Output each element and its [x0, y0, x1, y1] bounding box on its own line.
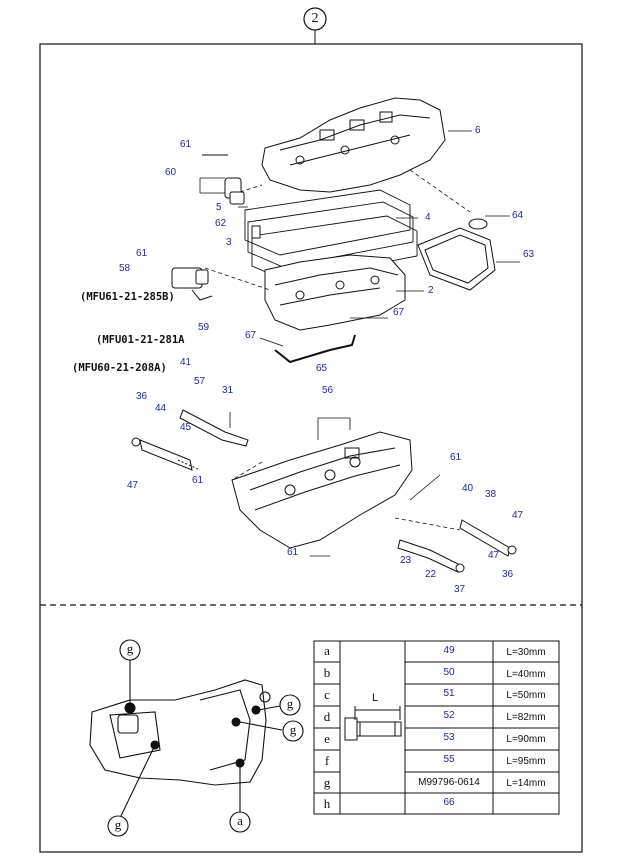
oil-pipe [274, 334, 356, 364]
marker-g-top: g [126, 641, 134, 656]
callout-36-right[interactable]: 36 [502, 569, 514, 580]
table-row-part[interactable]: 66 [443, 797, 455, 808]
spool-valves-right [397, 519, 517, 573]
callout-47-left[interactable]: 47 [127, 480, 139, 491]
callout-59[interactable]: 59 [198, 322, 210, 333]
table-row-part[interactable]: M99796-0614 [418, 777, 480, 788]
bolt-table-grid [313, 640, 560, 815]
callout-61-right[interactable]: 61 [450, 452, 462, 463]
callout-45[interactable]: 45 [180, 422, 192, 433]
table-row-length: L=40mm [506, 669, 546, 680]
marker-g-right-upper: g [286, 696, 294, 711]
callout-23[interactable]: 23 [400, 555, 412, 566]
table-row-length: L=14mm [506, 778, 546, 789]
solenoid-group-upper [202, 154, 261, 239]
callout-5[interactable]: 5 [216, 202, 222, 213]
callout-67-left[interactable]: 67 [245, 330, 257, 341]
callout-37[interactable]: 37 [454, 584, 466, 595]
leader-lines-top [199, 130, 520, 347]
callout-58[interactable]: 58 [119, 263, 131, 274]
table-row-letter: d [323, 709, 331, 724]
callout-3[interactable]: 3 [226, 237, 232, 248]
callout-41[interactable]: 41 [180, 357, 192, 368]
callout-61-left[interactable]: 61 [192, 475, 204, 486]
table-row-part[interactable]: 51 [443, 688, 455, 699]
marker-circles [107, 639, 304, 837]
main-frame [39, 43, 583, 853]
table-row-part[interactable]: 52 [443, 710, 455, 721]
part-code-3: (MFU60-21-208A) [72, 362, 167, 374]
callout-60[interactable]: 60 [165, 167, 177, 178]
table-row-letter: g [323, 775, 331, 790]
callout-38[interactable]: 38 [485, 489, 497, 500]
callout-63[interactable]: 63 [523, 249, 535, 260]
lower-valve-body [264, 254, 406, 331]
marker-a-bottom: a [237, 813, 243, 828]
table-row-part[interactable]: 50 [443, 667, 455, 678]
table-row-part[interactable]: 49 [443, 645, 455, 656]
table-row-length: L=90mm [506, 734, 546, 745]
marker-g-right-lower: g [289, 722, 297, 737]
marker-g-bottom: g [114, 817, 122, 832]
callout-2[interactable]: 2 [428, 285, 434, 296]
valve-body-bolt-location [89, 660, 283, 819]
callout-61-mid[interactable]: 61 [136, 248, 148, 259]
control-valve-body [231, 431, 413, 549]
callout-22[interactable]: 22 [425, 569, 437, 580]
part-code-1: (MFU61-21-285B) [80, 291, 175, 303]
callout-47-right[interactable]: 47 [512, 510, 524, 521]
callout-62[interactable]: 62 [215, 218, 227, 229]
table-row-part[interactable]: 55 [443, 754, 455, 765]
solenoid-group-lower [171, 267, 213, 301]
callout-31[interactable]: 31 [222, 385, 234, 396]
table-row-length: L=82mm [506, 712, 546, 723]
table-row-letter: h [323, 796, 331, 811]
callout-36-left[interactable]: 36 [136, 391, 148, 402]
part-code-2: (MFU01-21-281A [96, 334, 185, 346]
table-row-letter: c [324, 687, 330, 702]
callout-64[interactable]: 64 [512, 210, 524, 221]
spool-valves-left [131, 409, 249, 471]
header-circle-label: 2 [311, 11, 319, 26]
table-row-letter: b [323, 665, 331, 680]
table-row-letter: a [324, 643, 330, 658]
callout-61-top[interactable]: 61 [180, 139, 192, 150]
leader-lines-bottom [229, 412, 461, 557]
upper-valve-body [261, 97, 446, 193]
callout-57[interactable]: 57 [194, 376, 206, 387]
callout-56[interactable]: 56 [322, 385, 334, 396]
table-row-length: L=30mm [506, 647, 546, 658]
table-row-part[interactable]: 53 [443, 732, 455, 743]
header-marker [303, 7, 327, 44]
table-row-length: L=95mm [506, 756, 546, 767]
callout-4[interactable]: 4 [425, 212, 431, 223]
separator-plates [244, 189, 418, 282]
callout-65[interactable]: 65 [316, 363, 328, 374]
callout-44[interactable]: 44 [155, 403, 167, 414]
callout-61-bottom[interactable]: 61 [287, 547, 299, 558]
callout-40[interactable]: 40 [462, 483, 474, 494]
bolt-drawing [344, 706, 402, 741]
table-row-letter: f [324, 753, 330, 768]
bolt-length-label: L [371, 692, 379, 704]
callout-47-mid[interactable]: 47 [488, 550, 500, 561]
callout-6[interactable]: 6 [475, 125, 481, 136]
callout-67-right[interactable]: 67 [393, 307, 405, 318]
table-row-letter: e [324, 731, 330, 746]
table-row-length: L=50mm [506, 690, 546, 701]
oil-strainer [417, 218, 496, 291]
